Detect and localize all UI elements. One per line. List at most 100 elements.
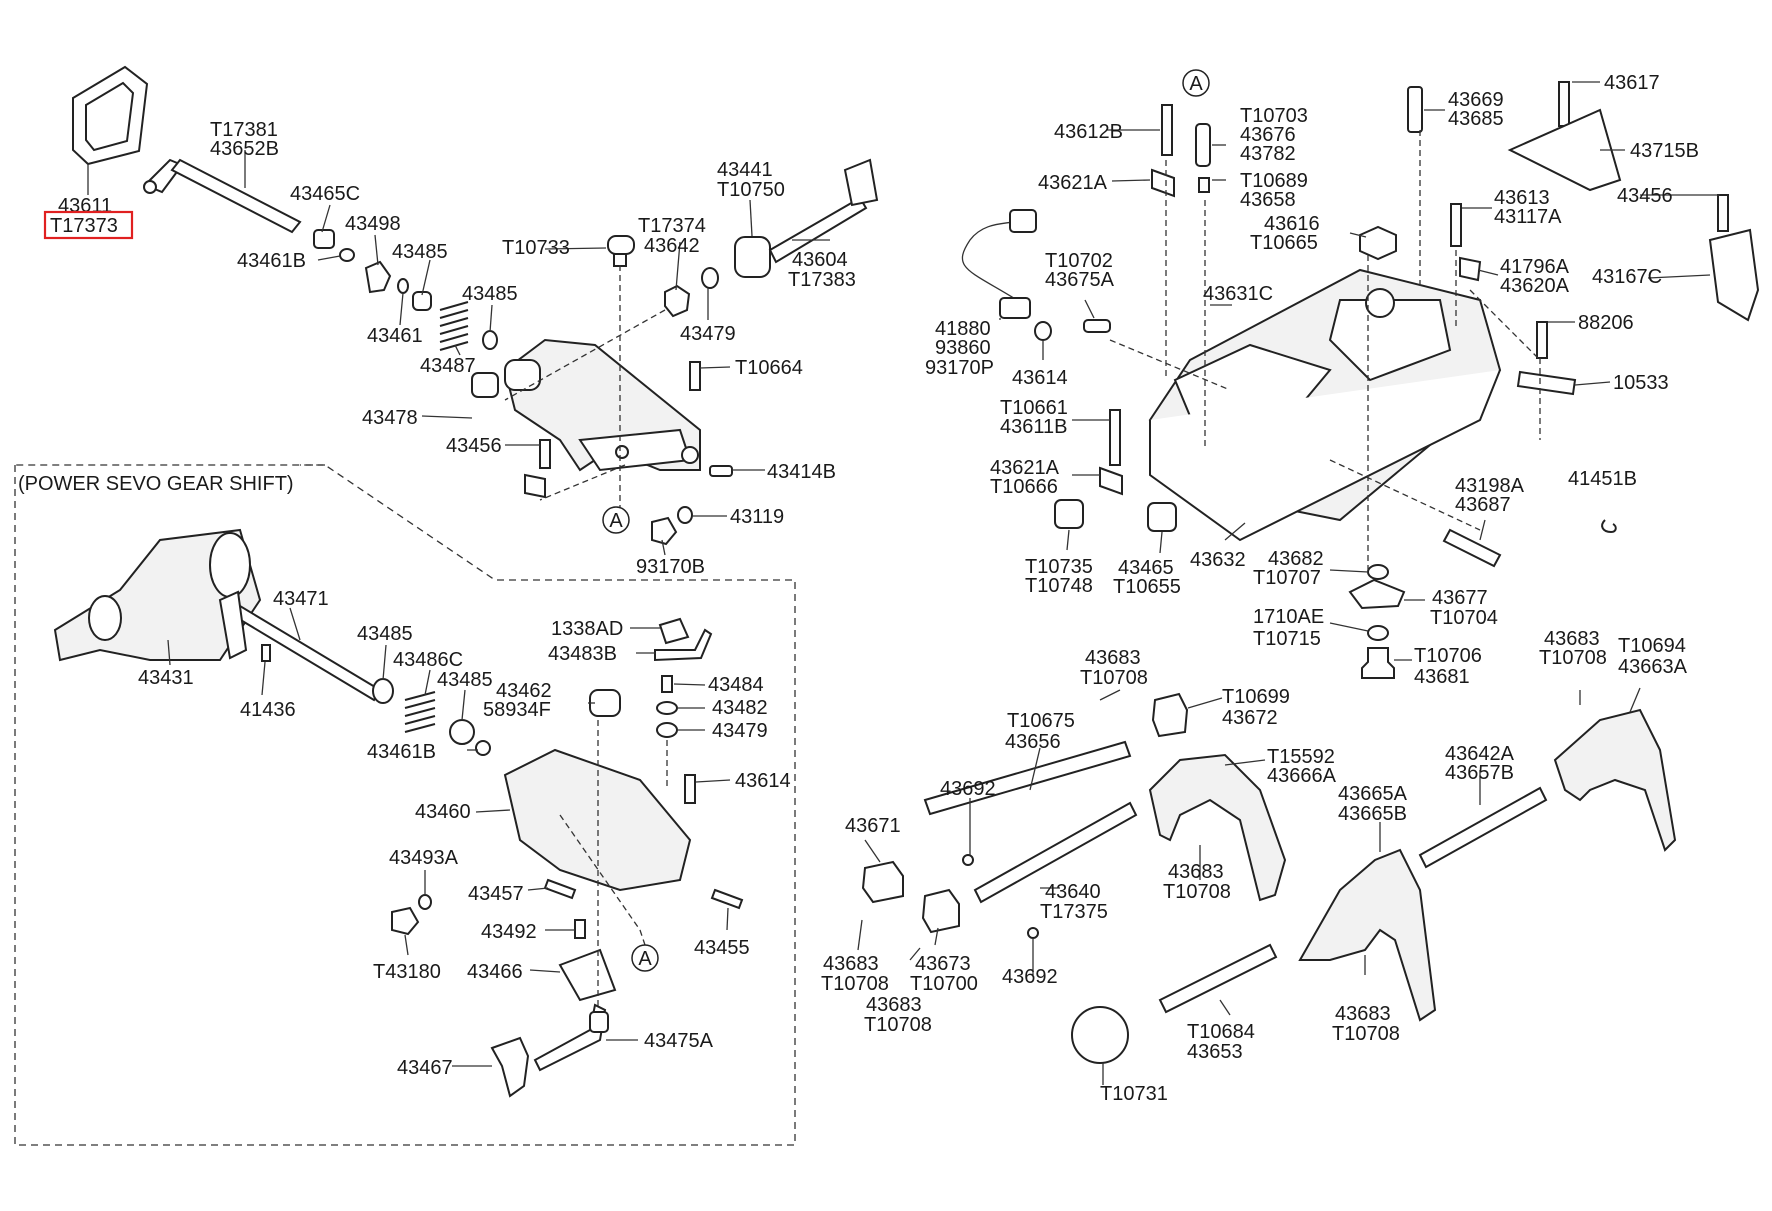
part-label[interactable]: 43683 [1168,861,1224,883]
part-label[interactable]: T10699 [1222,686,1290,708]
part-label[interactable]: T10694 [1618,635,1686,657]
part-label[interactable]: 43616 [1264,213,1320,235]
part-label[interactable]: 43631C [1203,283,1273,305]
part-label[interactable]: T10708 [1080,667,1148,689]
part-label[interactable]: 88206 [1578,312,1634,334]
part-label[interactable]: 41796A [1500,256,1570,278]
part-label[interactable]: 43611 [58,195,112,217]
part-label[interactable]: T10703 [1240,105,1308,127]
part-label[interactable]: 43461B [237,250,306,272]
part-label[interactable]: 43431 [138,667,194,689]
part-label[interactable]: T10665 [1250,232,1318,254]
part-label[interactable]: 43479 [712,720,768,742]
part-label[interactable]: 93860 [935,337,991,359]
part-label[interactable]: 43475A [644,1030,714,1052]
part-label[interactable]: 43119 [730,506,784,528]
part-label[interactable]: 43614 [735,770,791,792]
part-label[interactable]: T15592 [1267,746,1335,768]
part-label[interactable]: 43457 [468,883,524,905]
part-label[interactable]: T10708 [1332,1023,1400,1045]
part-label[interactable]: 43167C [1592,266,1662,288]
part-label[interactable]: T10731 [1100,1083,1168,1105]
part-label[interactable]: 1338AD [551,618,623,640]
part-label[interactable]: T10666 [990,476,1058,498]
part-label[interactable]: 43782 [1240,143,1296,165]
part-label[interactable]: 43683 [866,994,922,1016]
part-label[interactable]: 43483B [548,643,617,665]
part-label[interactable]: 41880 [935,318,991,340]
part-label[interactable]: 43478 [362,407,418,429]
part-label[interactable]: 43456 [446,435,502,457]
part-label[interactable]: 43666A [1267,765,1337,787]
part-label[interactable]: T43180 [373,961,441,983]
part-label[interactable]: 43493A [389,847,459,869]
part-label[interactable]: T17383 [788,269,856,291]
part-label[interactable]: 41436 [240,699,296,721]
part-label[interactable]: 43687 [1455,494,1511,516]
part-label[interactable]: 43671 [845,815,901,837]
part-label[interactable]: 43461B [367,741,436,763]
part-label[interactable]: 43198A [1455,475,1525,497]
part-label[interactable]: T17375 [1040,901,1108,923]
part-label[interactable]: 43467 [397,1057,453,1079]
part-label[interactable]: 43685 [1448,108,1504,130]
part-label[interactable]: 43482 [712,697,768,719]
part-label[interactable]: 43498 [345,213,401,235]
part-label[interactable]: T10708 [821,973,889,995]
part-label[interactable]: 43665B [1338,803,1407,825]
part-label[interactable]: 43485 [357,623,413,645]
part-label[interactable]: T10664 [735,357,803,379]
part-label[interactable]: T10700 [910,973,978,995]
part-label[interactable]: 43487 [420,355,476,377]
part-label[interactable]: 43621A [1038,172,1108,194]
part-label[interactable]: 93170P [925,357,994,379]
part-label[interactable]: T10704 [1430,607,1498,629]
part-label[interactable]: 43466 [467,961,523,983]
part-label[interactable]: 43621A [990,457,1060,479]
part-label[interactable]: T10655 [1113,576,1181,598]
part-label[interactable]: 43455 [694,937,750,959]
part-label[interactable]: T10715 [1253,628,1321,650]
part-label[interactable]: T10684 [1187,1021,1255,1043]
part-label[interactable]: 43611B [1000,416,1067,438]
part-label[interactable]: 43692 [940,778,996,800]
part-label[interactable]: 43465C [290,183,360,205]
part-label[interactable]: T10708 [1163,881,1231,903]
part-label[interactable]: 43460 [415,801,471,823]
part-label[interactable]: 43681 [1414,666,1470,688]
part-label[interactable]: 43675A [1045,269,1115,291]
part-label[interactable]: 43632 [1190,549,1246,571]
part-label[interactable]: T10706 [1414,645,1482,667]
part-label[interactable]: 43642 [644,235,700,257]
part-label[interactable]: 43683 [1085,647,1141,669]
part-label[interactable]: T10702 [1045,250,1113,272]
part-label[interactable]: 43485 [392,241,448,263]
part-label[interactable]: 43673 [915,953,971,975]
part-label[interactable]: T10675 [1007,710,1075,732]
part-label[interactable]: 43642A [1445,743,1515,765]
part-label[interactable]: 43465 [1118,557,1174,579]
part-label[interactable]: T10748 [1025,575,1093,597]
part-label[interactable]: 43672 [1222,707,1278,729]
part-label[interactable]: T10689 [1240,170,1308,192]
part-label[interactable]: T10707 [1253,567,1321,589]
part-label[interactable]: 43653 [1187,1041,1243,1063]
part-label[interactable]: 43456 [1617,185,1673,207]
part-label[interactable]: 43604 [792,249,848,271]
part-label[interactable]: 43441 [717,159,773,181]
part-label[interactable]: 93170B [636,556,705,578]
part-label[interactable]: 43658 [1240,189,1296,211]
part-label[interactable]: 43683 [1544,628,1600,650]
part-label[interactable]: 43682 [1268,548,1324,570]
part-label[interactable]: 43492 [481,921,537,943]
part-label[interactable]: 43485 [437,669,493,691]
part-label[interactable]: 43677 [1432,587,1488,609]
part-label[interactable]: T17381 [210,119,278,141]
part-label[interactable]: 43462 [496,680,552,702]
part-label[interactable]: 43656 [1005,731,1061,753]
part-label[interactable]: T10708 [1539,647,1607,669]
part-label[interactable]: 41451B [1568,468,1637,490]
part-label[interactable]: 43620A [1500,275,1570,297]
part-label[interactable]: 43479 [680,323,736,345]
part-label[interactable]: 58934F [483,699,551,721]
